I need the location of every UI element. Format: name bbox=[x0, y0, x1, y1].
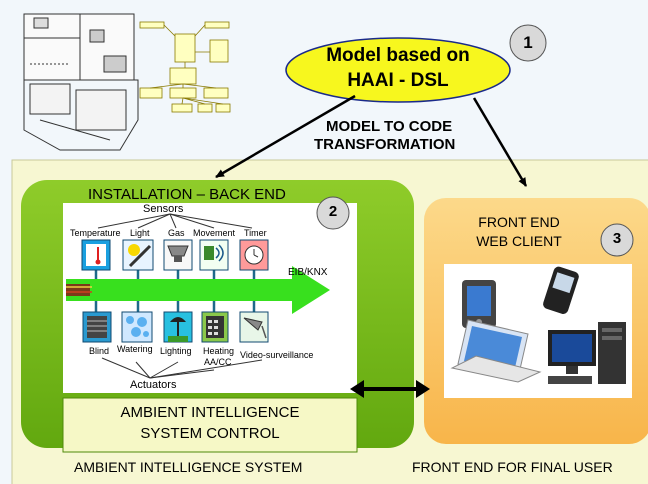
sensor-label-temperature: Temperature bbox=[70, 228, 121, 238]
movement-sensor-icon bbox=[199, 239, 229, 271]
arrow-to-backend bbox=[215, 94, 356, 179]
actuators-bracket bbox=[101, 357, 263, 379]
badge-3-label: 3 bbox=[612, 230, 622, 247]
backend-title: INSTALLATION – BACK END bbox=[88, 186, 286, 203]
uml-class-diagram-image bbox=[139, 21, 231, 113]
badge-3 bbox=[600, 223, 634, 257]
laptop-icon bbox=[450, 319, 542, 383]
temperature-sensor-icon bbox=[81, 239, 111, 271]
pda-device-icon bbox=[462, 280, 496, 328]
sensor-label-light: Light bbox=[130, 228, 150, 238]
bus-label: EIB/KNX bbox=[288, 267, 328, 278]
light-sensor-icon bbox=[122, 239, 154, 271]
actuator-label-lighting: Lighting bbox=[160, 346, 192, 356]
sensor-label-movement: Movement bbox=[193, 228, 236, 238]
sensor-label-timer: Timer bbox=[244, 228, 267, 238]
model-ellipse bbox=[285, 37, 511, 103]
frontend-caption: FRONT END FOR FINAL USER bbox=[412, 459, 613, 475]
control-line2: SYSTEM CONTROL bbox=[140, 425, 280, 442]
control-line1: AMBIENT INTELLIGENCE bbox=[120, 404, 300, 421]
frontend-title-line1: FRONT END bbox=[478, 214, 560, 230]
badge-1 bbox=[509, 24, 547, 62]
lighting-actuator-icon bbox=[163, 311, 193, 343]
gas-sensor-icon bbox=[163, 239, 193, 271]
actuator-label-blind: Blind bbox=[89, 346, 110, 356]
actuator-label-video-surveillance: Video-surveillance bbox=[240, 350, 314, 360]
heating-actuator-icon bbox=[201, 311, 229, 343]
model-title-line1: Model based on bbox=[326, 45, 470, 66]
actuators-heading: Actuators bbox=[130, 379, 177, 391]
sensors-bracket bbox=[97, 213, 253, 229]
desktop-computer-icon bbox=[548, 322, 626, 384]
sensors-heading: Sensors bbox=[143, 203, 184, 215]
badge-2 bbox=[316, 196, 350, 230]
frontend-title-line2: WEB CLIENT bbox=[476, 233, 562, 249]
transformation-line2: TRANSFORMATION bbox=[314, 136, 456, 153]
sensor-label-gas: Gas bbox=[168, 228, 185, 238]
actuator-label-watering: Watering bbox=[117, 344, 153, 354]
actuator-label-heating: Heating bbox=[203, 346, 235, 356]
mobile-phone-icon bbox=[543, 266, 579, 314]
model-title-line2: HAAI - DSL bbox=[347, 70, 449, 91]
badge-1-label: 1 bbox=[523, 33, 533, 52]
control-box bbox=[62, 397, 358, 453]
bidirectional-arrow bbox=[350, 380, 430, 398]
badge-2-label: 2 bbox=[328, 203, 338, 220]
arrow-to-frontend bbox=[472, 97, 528, 187]
bus-arrow bbox=[66, 266, 330, 314]
actuator-label-heating-sub: AA/CC bbox=[204, 357, 232, 367]
timer-sensor-icon bbox=[239, 239, 269, 271]
blind-actuator-icon bbox=[82, 311, 112, 343]
watering-actuator-icon bbox=[121, 311, 153, 343]
system-caption: AMBIENT INTELLIGENCE SYSTEM bbox=[74, 459, 303, 475]
floor-plan-image bbox=[23, 13, 139, 151]
transformation-line1: MODEL TO CODE bbox=[326, 118, 453, 135]
sensor-connectors bbox=[94, 270, 256, 312]
video-surveillance-actuator-icon bbox=[239, 311, 269, 343]
